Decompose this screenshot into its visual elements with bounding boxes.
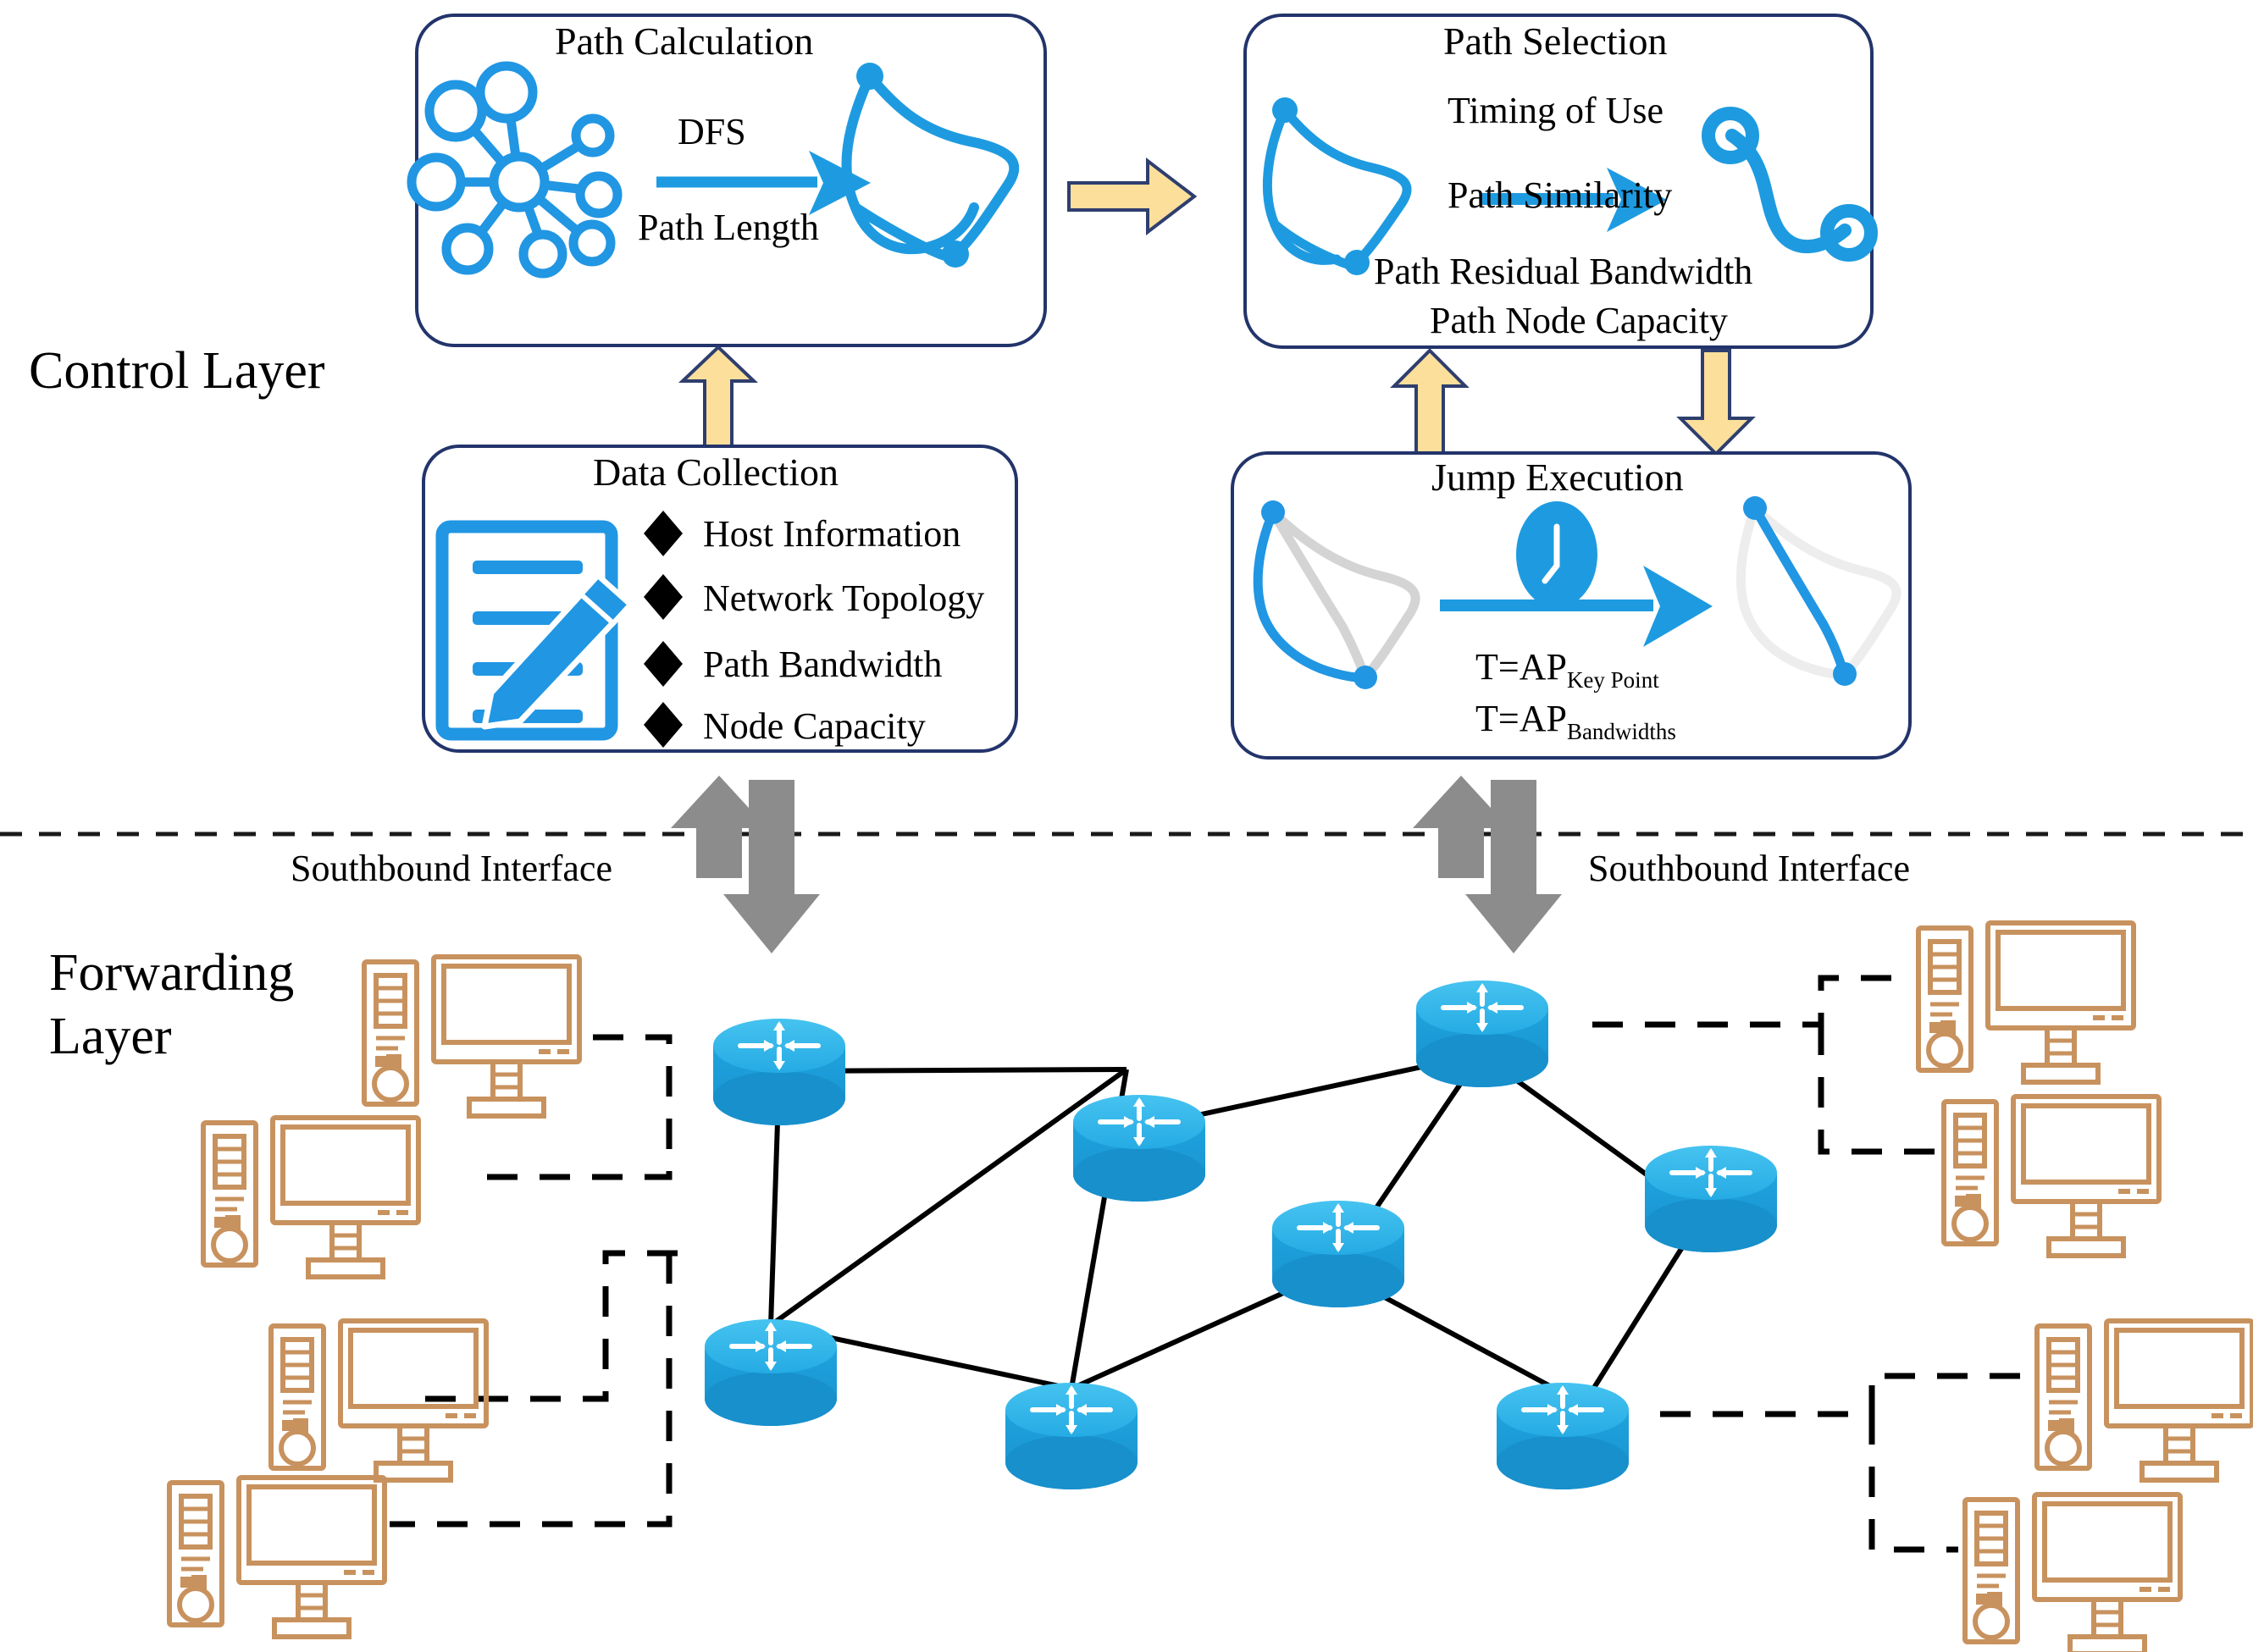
criterion-path-similarity: Path Similarity — [1448, 174, 1673, 216]
data-item-host-information: Host Information — [703, 513, 961, 555]
formula-key-point-base: T=AP — [1475, 646, 1567, 688]
host-right-2[interactable] — [1941, 1094, 2162, 1258]
router-top-left[interactable] — [713, 1019, 845, 1125]
formula-bandwidths-sub: Bandwidths — [1566, 718, 1676, 744]
southbound-interface-label-left: Southbound Interface — [291, 848, 612, 889]
host-right-3[interactable] — [2034, 1318, 2253, 1483]
dfs-arrow-icon — [656, 151, 871, 215]
host-links — [390, 975, 2029, 1553]
yellow-arrow-right — [1067, 157, 1198, 236]
control-layer-label: Control Layer — [29, 342, 325, 400]
router-bottom-mid[interactable] — [1005, 1383, 1138, 1489]
jump-execution-title: Jump Execution — [1431, 456, 1684, 499]
formula-key-point-sub: Key Point — [1566, 666, 1659, 693]
data-collection-title: Data Collection — [593, 450, 839, 494]
box-path-selection[interactable] — [1243, 14, 1874, 349]
path-graph-icon-sel — [1262, 97, 1412, 275]
old-path-icon — [1253, 500, 1420, 689]
selected-path-icon — [1702, 107, 1878, 262]
path-selection-title: Path Selection — [1443, 19, 1668, 63]
router-top-right[interactable] — [1416, 981, 1548, 1087]
host-right-1[interactable] — [1916, 920, 2136, 1085]
path-length-label: Path Length — [638, 207, 819, 248]
router-bottom-right[interactable] — [1497, 1383, 1629, 1489]
host-left-3[interactable] — [268, 1318, 489, 1483]
clock-icon — [1516, 501, 1597, 608]
southbound-arrow-left — [671, 776, 820, 953]
formula-bandwidths-base: T=AP — [1475, 698, 1567, 739]
yellow-arrow-up-dc — [678, 345, 758, 450]
new-path-icon — [1735, 496, 1901, 686]
clipboard-pencil-icon — [435, 520, 634, 741]
path-selection-arrow-icon — [1482, 168, 1667, 232]
forwarding-layer-label-line1: Forwarding — [49, 944, 295, 1002]
southbound-interface-label-right: Southbound Interface — [1588, 848, 1910, 889]
jump-arrow-icon — [1440, 566, 1713, 647]
forwarding-layer-label-line2: Layer — [49, 1008, 172, 1065]
path-graph-icon-calc — [841, 63, 1020, 268]
southbound-arrow-right — [1413, 776, 1562, 953]
topology-links — [768, 1052, 1705, 1395]
router-bottom-left[interactable] — [705, 1319, 837, 1426]
criterion-timing-of-use: Timing of Use — [1448, 90, 1664, 131]
data-item-node-capacity: Node Capacity — [703, 705, 926, 747]
data-item-path-bandwidth: Path Bandwidth — [703, 644, 943, 685]
formula-key-point: T=APKey Point — [1475, 645, 1659, 693]
bullet-diamonds — [644, 511, 683, 748]
criterion-path-residual-bandwidth: Path Residual Bandwidth — [1374, 251, 1753, 292]
path-calculation-title: Path Calculation — [555, 19, 814, 63]
dfs-label: DFS — [678, 111, 746, 152]
host-left-4[interactable] — [167, 1475, 387, 1639]
network-hub-icon — [407, 61, 623, 279]
host-left-2[interactable] — [201, 1115, 421, 1279]
host-left-1[interactable] — [362, 954, 582, 1119]
host-right-4[interactable] — [1962, 1492, 2183, 1652]
router-right-upper[interactable] — [1645, 1146, 1777, 1252]
router-mid-upper[interactable] — [1073, 1095, 1205, 1202]
data-item-network-topology: Network Topology — [703, 577, 985, 619]
router-center-right[interactable] — [1272, 1201, 1404, 1307]
formula-bandwidths: T=APBandwidths — [1475, 697, 1676, 745]
yellow-arrow-up-je — [1390, 348, 1470, 456]
criterion-path-node-capacity: Path Node Capacity — [1430, 300, 1728, 341]
yellow-arrow-down-ps — [1676, 349, 1756, 456]
